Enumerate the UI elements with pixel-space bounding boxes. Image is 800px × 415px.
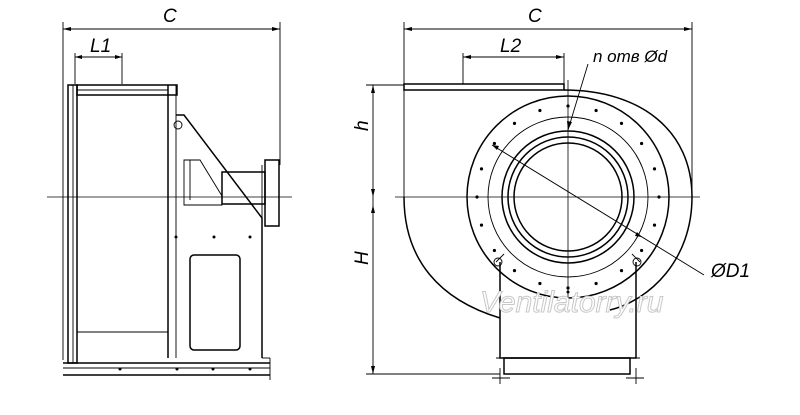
side-dimension-l1: L1: [74, 36, 123, 84]
bolt-hole: [538, 281, 542, 286]
side-housing: [63, 84, 280, 380]
discharge-flange: [403, 83, 565, 197]
bolt-hole: [652, 167, 657, 171]
bolt-hole: [640, 248, 644, 253]
bolt-hole: [475, 195, 479, 199]
volute-housing: [403, 89, 693, 319]
bolt-hole: [652, 223, 657, 227]
dimension-h-label: h: [352, 120, 373, 131]
dimension-H: H: [352, 197, 500, 375]
front-dimension-l2-label: L2: [500, 36, 522, 57]
side-dimension-c: C: [62, 6, 281, 360]
side-dimension-c-label: C: [163, 6, 177, 27]
front-dimension-c: C: [403, 6, 693, 195]
dimension-h: h: [352, 84, 404, 197]
dimension-H-label: H: [352, 251, 373, 265]
front-view: C L2 n отв Ød h: [352, 6, 750, 384]
bolt-hole: [594, 108, 598, 113]
bolt-hole: [566, 286, 570, 290]
bolt-hole: [594, 281, 598, 286]
front-dimension-c-label: C: [528, 6, 542, 27]
inlet-flange: [466, 95, 670, 299]
bolt-hole: [657, 195, 661, 199]
flange-bolt-holes: [475, 104, 661, 290]
bolt-hole: [492, 141, 496, 146]
front-dimension-l2: L2: [462, 36, 565, 84]
bolt-hole: [492, 248, 496, 253]
side-dimension-l1-label: L1: [90, 36, 111, 57]
bolt-hole: [512, 121, 517, 125]
support-stand: [492, 253, 644, 384]
bolt-hole: [479, 223, 484, 227]
bolt-hole: [479, 167, 484, 171]
holes-callout: n отв Ød: [567, 47, 668, 131]
holes-label: n отв Ød: [593, 47, 668, 66]
bolt-hole: [640, 141, 644, 146]
d1-callout: ØD1: [491, 144, 750, 282]
bolt-hole: [538, 108, 542, 113]
bolt-hole: [619, 269, 624, 273]
side-view: C L1: [47, 6, 292, 380]
d1-label: ØD1: [710, 261, 750, 282]
watermark: Ventilatorry.ru: [480, 286, 664, 319]
bolt-hole: [512, 269, 517, 273]
bolt-hole: [566, 104, 570, 108]
bolt-hole: [619, 121, 624, 125]
